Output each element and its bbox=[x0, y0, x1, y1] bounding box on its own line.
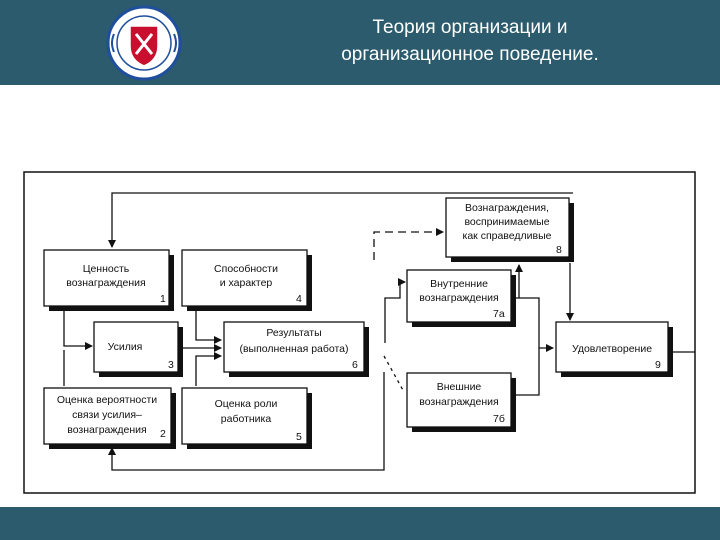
box-label: Оценка роли bbox=[215, 398, 278, 410]
box-label: вознаграждения bbox=[66, 277, 145, 289]
box-label: Внутренние bbox=[430, 278, 488, 290]
box-label: связи усилия– bbox=[72, 409, 142, 421]
box-label: Внешние bbox=[437, 381, 482, 393]
box-label: Усилия bbox=[108, 341, 143, 353]
footer-bar bbox=[0, 507, 720, 540]
box-label: вознаграждения bbox=[67, 424, 146, 436]
box-abilities: Способности и характер 4 bbox=[181, 249, 312, 311]
page-title: Теория организации и организационное пов… bbox=[270, 14, 670, 68]
box-label: работника bbox=[221, 413, 272, 425]
diagram-frame bbox=[23, 171, 696, 494]
box-effort: Усилия 3 bbox=[93, 321, 183, 377]
box-label: Ценность bbox=[83, 263, 130, 275]
box-number: 7а bbox=[493, 308, 505, 320]
box-number: 6 bbox=[352, 359, 358, 371]
box-number: 3 bbox=[168, 359, 174, 371]
box-number: 5 bbox=[296, 431, 302, 443]
box-perceived-equitable-rewards: Вознаграждения, воспринимаемые как справ… bbox=[445, 197, 574, 262]
box-label: Удовлетворение bbox=[572, 343, 652, 355]
box-label: как справедливые bbox=[463, 230, 552, 242]
box-label: (выполненная работа) bbox=[239, 343, 348, 355]
box-number: 7б bbox=[493, 413, 505, 425]
connectors bbox=[63, 192, 695, 471]
box-intrinsic-rewards: Внутренние вознаграждения 7а bbox=[406, 269, 516, 327]
box-satisfaction: Удовлетворение 9 bbox=[555, 321, 673, 377]
box-label: вознаграждения bbox=[419, 292, 498, 304]
title-line-1: Теория организации и bbox=[372, 17, 568, 38]
box-extrinsic-rewards: Внешние вознаграждения 7б bbox=[406, 372, 516, 432]
university-seal-icon bbox=[100, 4, 188, 82]
box-number: 2 bbox=[160, 428, 166, 440]
box-performance: Результаты (выполненная работа) 6 bbox=[223, 321, 369, 377]
box-role-perception: Оценка роли работника 5 bbox=[181, 387, 312, 449]
box-reward-value: Ценность вознаграждения 1 bbox=[43, 249, 174, 311]
box-label: и характер bbox=[220, 277, 273, 289]
box-label: воспринимаемые bbox=[464, 216, 549, 228]
box-number: 4 bbox=[296, 293, 302, 305]
box-number: 8 bbox=[556, 244, 562, 256]
box-label: Вознаграждения, bbox=[465, 202, 549, 214]
box-label: вознаграждения bbox=[419, 396, 498, 408]
title-line-2: организационное поведение. bbox=[341, 44, 599, 65]
box-label: Результаты bbox=[266, 327, 321, 339]
box-number: 1 bbox=[160, 293, 166, 305]
box-effort-reward-probability: Оценка вероятности связи усилия– вознагр… bbox=[43, 387, 176, 449]
box-number: 9 bbox=[655, 359, 661, 371]
box-label: Способности bbox=[214, 263, 278, 275]
box-label: Оценка вероятности bbox=[57, 394, 157, 406]
